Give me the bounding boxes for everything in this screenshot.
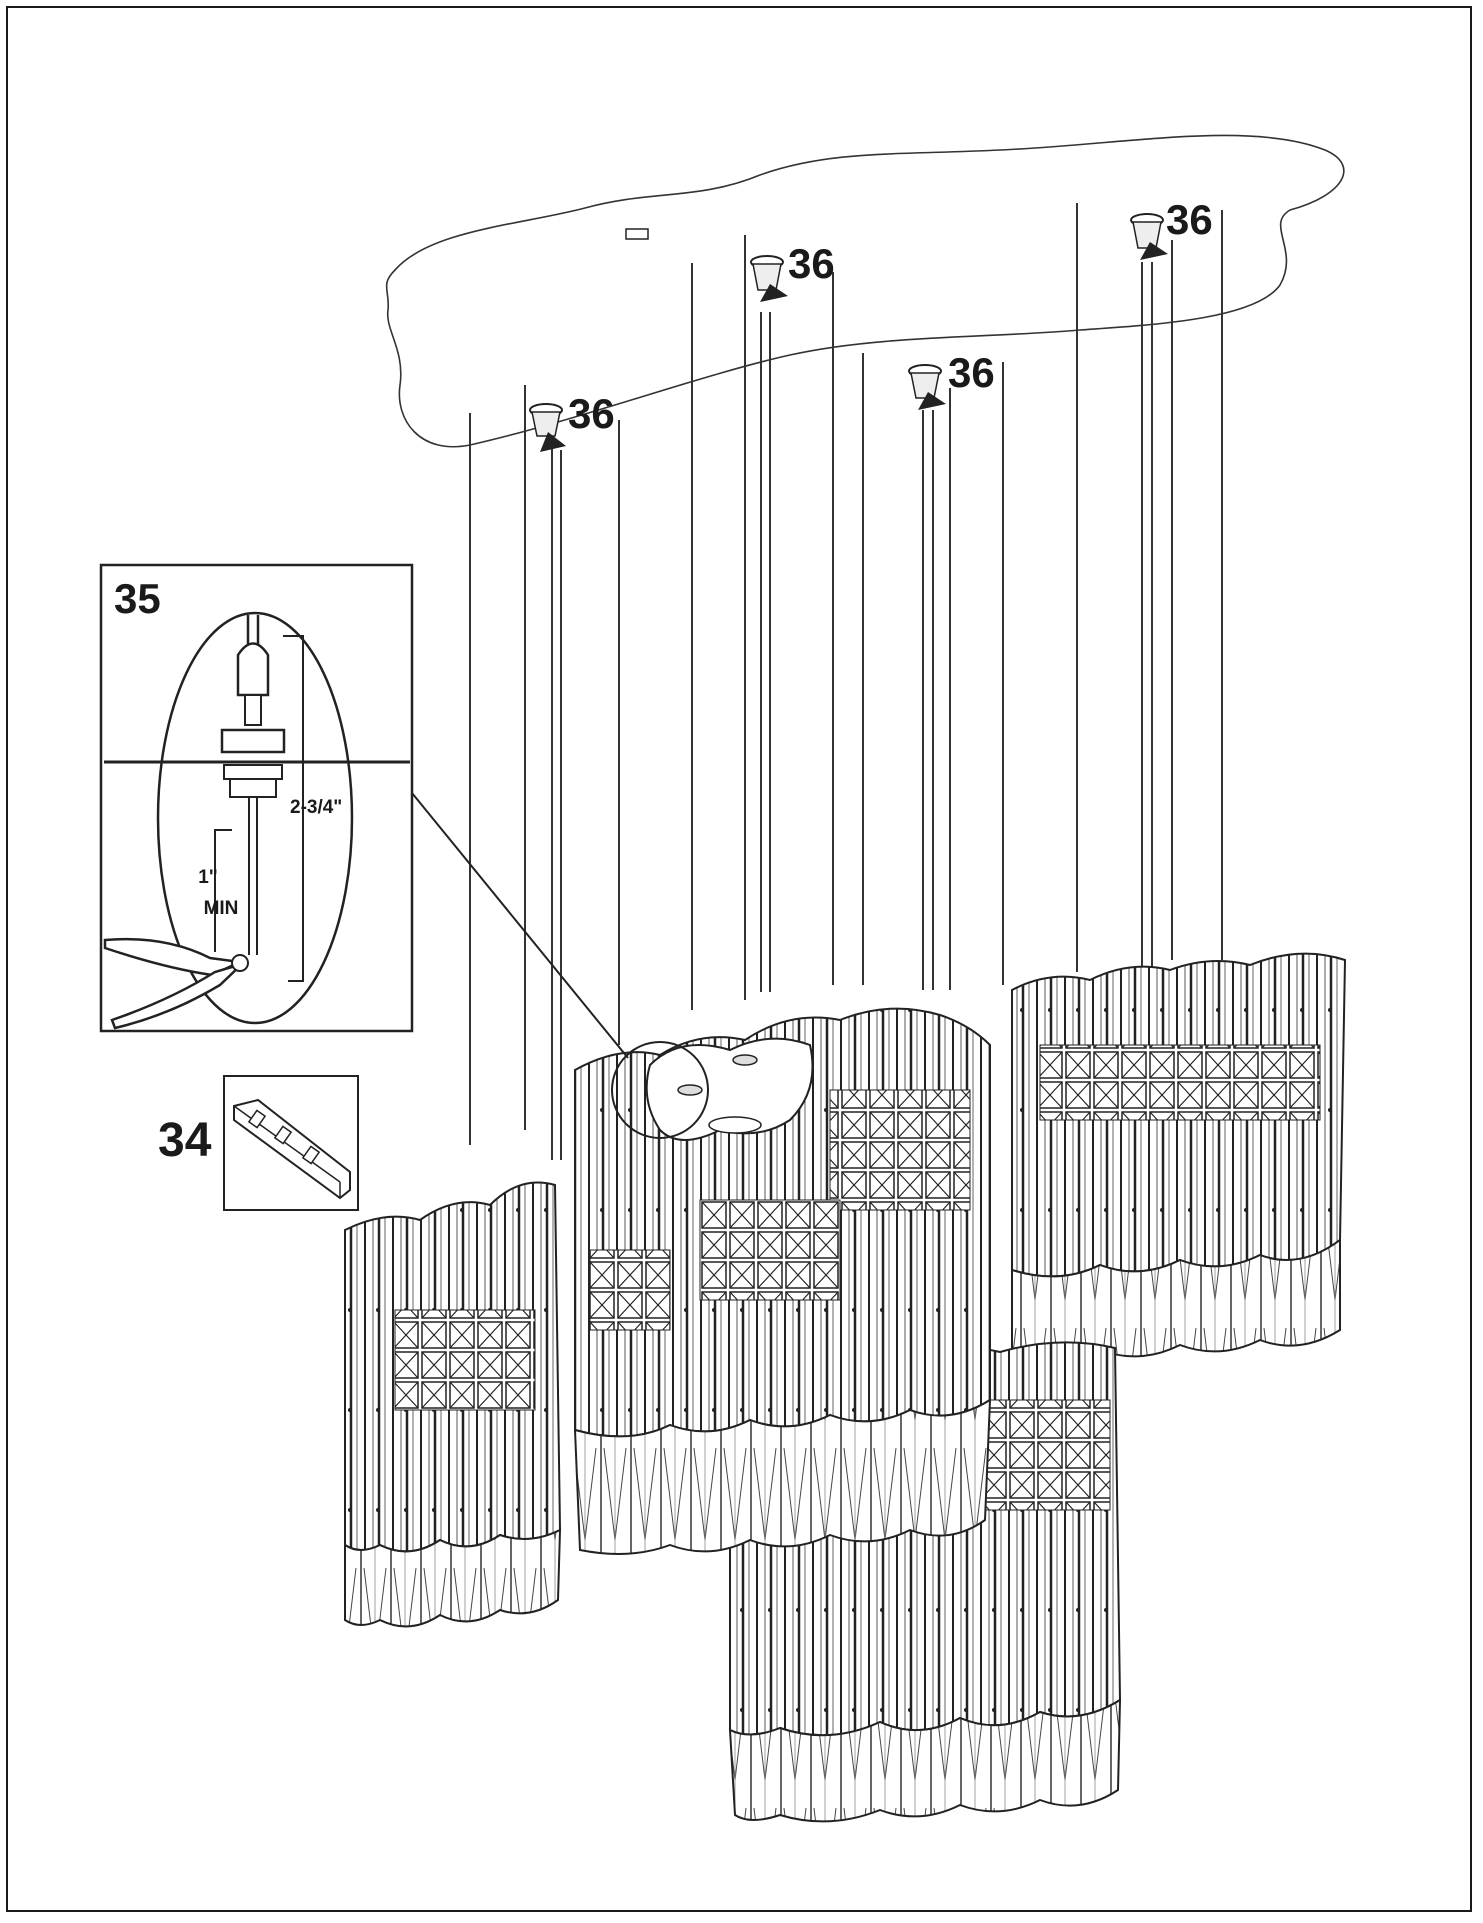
center-canopy-plate bbox=[645, 1037, 814, 1141]
ceiling-fitting bbox=[750, 255, 788, 302]
ceiling-junction-mark bbox=[625, 228, 649, 240]
ceiling-fitting bbox=[529, 403, 566, 452]
page-frame bbox=[6, 6, 1472, 1912]
level-tool-box bbox=[223, 1075, 359, 1211]
callout-36: 36 bbox=[788, 240, 835, 287]
dimension-min-unit: MIN bbox=[204, 898, 239, 919]
suspension-cables bbox=[469, 203, 1223, 1160]
callout-34: 34 bbox=[158, 1114, 212, 1167]
ceiling-fitting bbox=[908, 364, 946, 410]
callout-36: 36 bbox=[1166, 196, 1213, 243]
level-tool-icon bbox=[233, 1098, 351, 1200]
dimension-overall-length: 2-3/4" bbox=[290, 797, 342, 818]
detail-magnifier-circle bbox=[611, 1041, 709, 1139]
callout-35: 35 bbox=[114, 575, 161, 622]
ceiling-canopy bbox=[385, 134, 1345, 448]
crystal-tier-left bbox=[344, 1181, 562, 1628]
callout-36: 36 bbox=[948, 349, 995, 396]
detail-leader-line bbox=[411, 792, 629, 1059]
detail-box-35 bbox=[99, 563, 414, 1033]
callout-36: 36 bbox=[568, 390, 615, 437]
ceiling-fitting bbox=[1130, 213, 1168, 260]
dimension-min-value: 1" bbox=[198, 867, 218, 888]
crystal-tier-right bbox=[1011, 952, 1347, 1363]
